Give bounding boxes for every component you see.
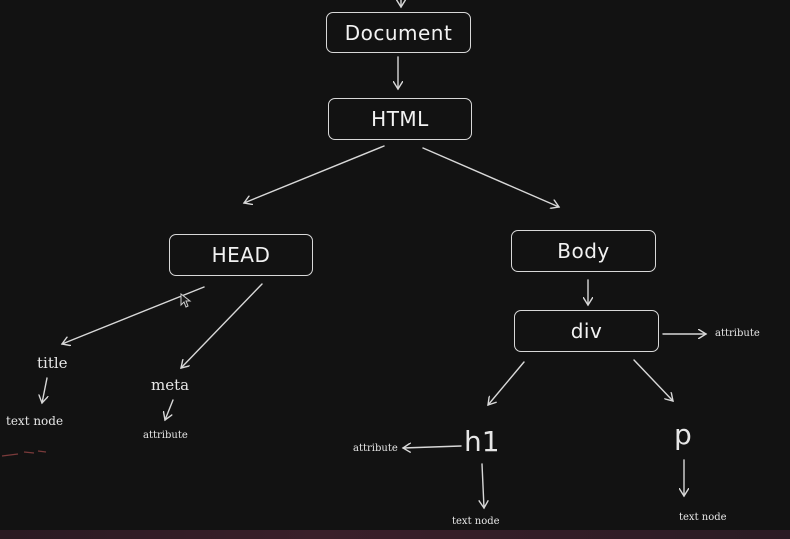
node-document-label: Document [344, 20, 453, 45]
bottom-edge-strip [0, 530, 790, 539]
edge-head-meta [181, 283, 263, 368]
edge-div-h1 [488, 361, 525, 405]
node-document: Document [326, 12, 471, 53]
node-head: HEAD [169, 234, 313, 276]
edge-head-title [62, 286, 205, 344]
node-html-label: HTML [371, 107, 429, 131]
label-div-attribute: attribute [715, 328, 760, 339]
node-div: div [514, 310, 659, 352]
node-div-label: div [570, 319, 603, 343]
label-meta: meta [151, 376, 190, 394]
edge-h1-attribute [403, 446, 462, 448]
edge-h1-textnode [482, 463, 484, 508]
edge-html-head [244, 145, 385, 203]
label-h1-text-node: text node [452, 516, 500, 527]
node-body: Body [511, 230, 656, 272]
edge-meta-attribute [165, 399, 174, 420]
label-meta-attribute: attribute [143, 430, 188, 441]
mouse-cursor-icon [180, 293, 192, 308]
edge-title-textnode [42, 377, 47, 403]
label-h1: h1 [464, 425, 500, 458]
stray-scribble [1, 450, 47, 457]
label-p-text-node: text node [679, 512, 727, 523]
node-head-label: HEAD [211, 243, 271, 267]
node-html: HTML [328, 98, 472, 140]
label-h1-attribute: attribute [353, 443, 398, 454]
label-title-text-node: text node [6, 414, 64, 428]
label-title: title [37, 354, 68, 372]
edge-html-body [422, 147, 559, 207]
edge-div-p [633, 359, 673, 401]
label-p: p [674, 418, 692, 451]
node-body-label: Body [557, 239, 610, 263]
